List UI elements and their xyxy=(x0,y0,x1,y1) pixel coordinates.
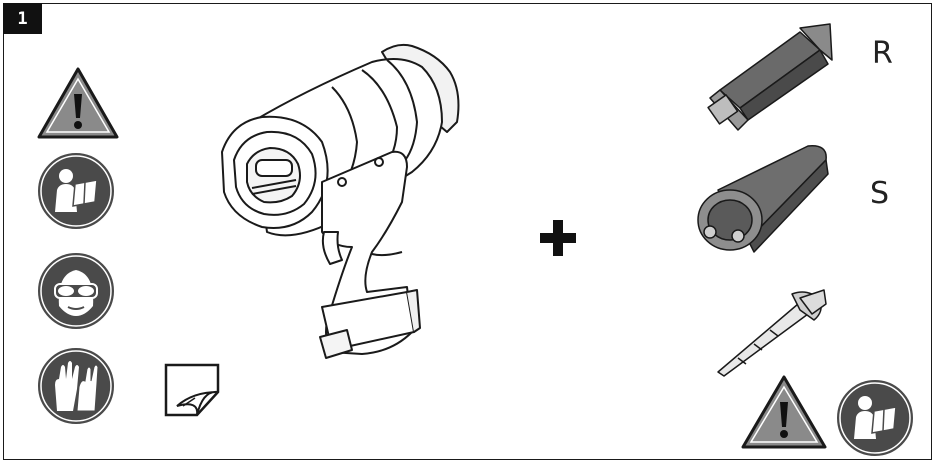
static-mixer-nozzle-icon xyxy=(717,289,827,377)
dispenser-tool-illustration xyxy=(221,43,460,359)
cartridge-s-icon xyxy=(697,145,829,253)
figure-frame xyxy=(3,3,932,460)
page-corner-sticker-icon xyxy=(164,363,220,417)
warning-triangle-icon xyxy=(741,375,827,449)
cartridge-r-label: R xyxy=(872,36,893,71)
plus-icon xyxy=(540,220,576,256)
cartridge-r-icon xyxy=(707,23,833,131)
warning-triangle-icon xyxy=(37,67,119,139)
protective-gloves-icon xyxy=(36,346,116,426)
safety-goggles-icon xyxy=(36,251,116,331)
read-manual-icon xyxy=(36,151,116,231)
cartridge-s-label: S xyxy=(870,176,890,211)
read-manual-icon xyxy=(835,378,915,458)
step-number-badge: 1 xyxy=(3,3,42,34)
